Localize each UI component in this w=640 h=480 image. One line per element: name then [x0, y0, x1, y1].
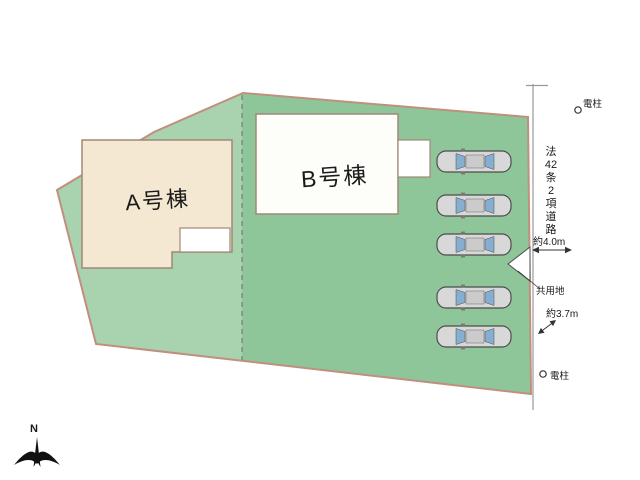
road-label-char: 法 — [545, 146, 557, 158]
car-icon — [436, 284, 512, 311]
road-type-label: 法 42 条 2 項 道 路 — [542, 146, 560, 237]
road-width-dimension-top: 約4.0m — [533, 237, 566, 248]
building-b-shape — [255, 113, 399, 215]
common-area-label: 共用地 — [536, 286, 565, 297]
common-area-leader-line — [517, 270, 541, 290]
car-icon — [436, 231, 512, 258]
road-label-char: 条 — [545, 171, 557, 184]
road-label-char: 項 — [545, 197, 557, 210]
compass-north-label: N — [30, 423, 38, 435]
building-b-annex-shape — [397, 139, 431, 178]
road-label-char: 道 — [545, 210, 557, 223]
common-area-triangle — [507, 245, 531, 283]
utility-pole-icon — [574, 106, 582, 114]
road-label-char: 42 — [544, 158, 558, 171]
car-icon — [436, 148, 512, 175]
dimension-arrow-bottom — [538, 320, 556, 334]
road-width-dimension-bottom: 約3.7m — [546, 309, 579, 320]
dimension-arrow-top — [532, 246, 572, 254]
utility-pole-label-bottom: 電柱 — [550, 371, 570, 382]
plot-boundary — [55, 91, 533, 396]
road-label-char: 2 — [547, 184, 555, 197]
car-icon — [436, 192, 512, 219]
building-a-annex-shape — [179, 227, 231, 253]
car-icon — [436, 323, 512, 350]
compass-icon — [14, 437, 60, 467]
utility-pole-icon — [539, 370, 547, 378]
utility-pole-label-top: 電柱 — [583, 99, 603, 110]
road-label-char: 路 — [545, 223, 557, 236]
